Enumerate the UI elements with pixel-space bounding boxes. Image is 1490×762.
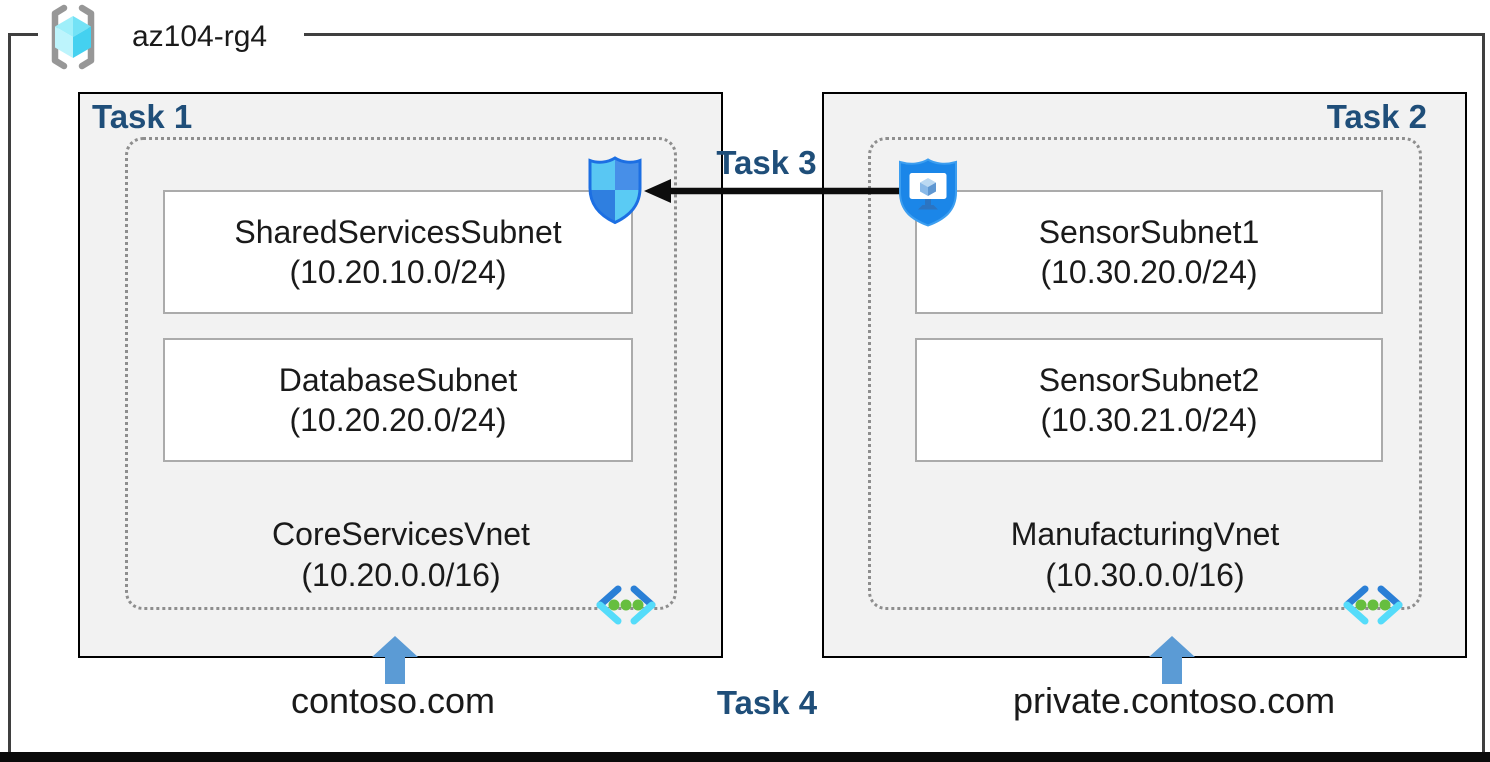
- frame-bottom-border: [0, 752, 1490, 762]
- subnet-box-database: DatabaseSubnet (10.20.20.0/24): [163, 338, 633, 462]
- network-security-group-shield-icon: [588, 156, 642, 225]
- subnet-box-sensor2: SensorSubnet2 (10.30.21.0/24): [915, 338, 1383, 462]
- bastion-shield-monitor-icon: [899, 158, 957, 227]
- core-services-vnet-boundary: [125, 137, 677, 610]
- vnet-cidr: (10.30.0.0/16): [1045, 557, 1245, 593]
- task4-label: Task 4: [716, 684, 818, 721]
- task2-label: Task 2: [1326, 98, 1427, 135]
- subnet-name: SharedServicesSubnet: [234, 214, 562, 250]
- task3-label: Task 3: [716, 144, 817, 181]
- manufacturing-vnet-label: ManufacturingVnet (10.30.0.0/16): [868, 514, 1422, 596]
- frame-top-right-segment: [304, 33, 1484, 36]
- resource-group-icon: [51, 4, 95, 70]
- subnet-name: SensorSubnet1: [1038, 214, 1260, 250]
- subnet-cidr: (10.30.20.0/24): [1040, 254, 1258, 290]
- task1-label: Task 1: [92, 98, 193, 135]
- subnet-name: SensorSubnet2: [1038, 362, 1260, 398]
- vnet-name: CoreServicesVnet: [272, 516, 530, 552]
- virtual-network-icon: [596, 585, 656, 625]
- subnet-cidr: (10.30.21.0/24): [1040, 402, 1258, 438]
- vnet-name: ManufacturingVnet: [1010, 516, 1280, 552]
- subnet-box-sensor1: SensorSubnet1 (10.30.20.0/24): [915, 190, 1383, 314]
- resource-group-name: az104-rg4: [132, 20, 268, 53]
- subnet-box-shared-services: SharedServicesSubnet (10.20.10.0/24): [163, 190, 633, 314]
- blue-up-arrow: [1149, 636, 1195, 684]
- subnet-name: DatabaseSubnet: [278, 362, 518, 398]
- subnet-cidr: (10.20.20.0/24): [289, 402, 507, 438]
- core-services-vnet-label: CoreServicesVnet (10.20.0.0/16): [125, 514, 677, 596]
- vnet-cidr: (10.20.0.0/16): [301, 557, 501, 593]
- blue-up-arrow: [372, 636, 418, 684]
- frame-top-left-segment: [8, 33, 38, 36]
- virtual-network-icon: [1343, 585, 1403, 625]
- manufacturing-vnet-boundary: [868, 137, 1422, 610]
- frame-right-border: [1482, 33, 1485, 754]
- dns-zone-label-contoso: contoso.com: [290, 680, 496, 721]
- subnet-cidr: (10.20.10.0/24): [289, 254, 507, 290]
- frame-left-border: [8, 33, 11, 754]
- dns-zone-label-private-contoso: private.contoso.com: [1013, 680, 1336, 721]
- peering-left-arrow: [644, 179, 934, 203]
